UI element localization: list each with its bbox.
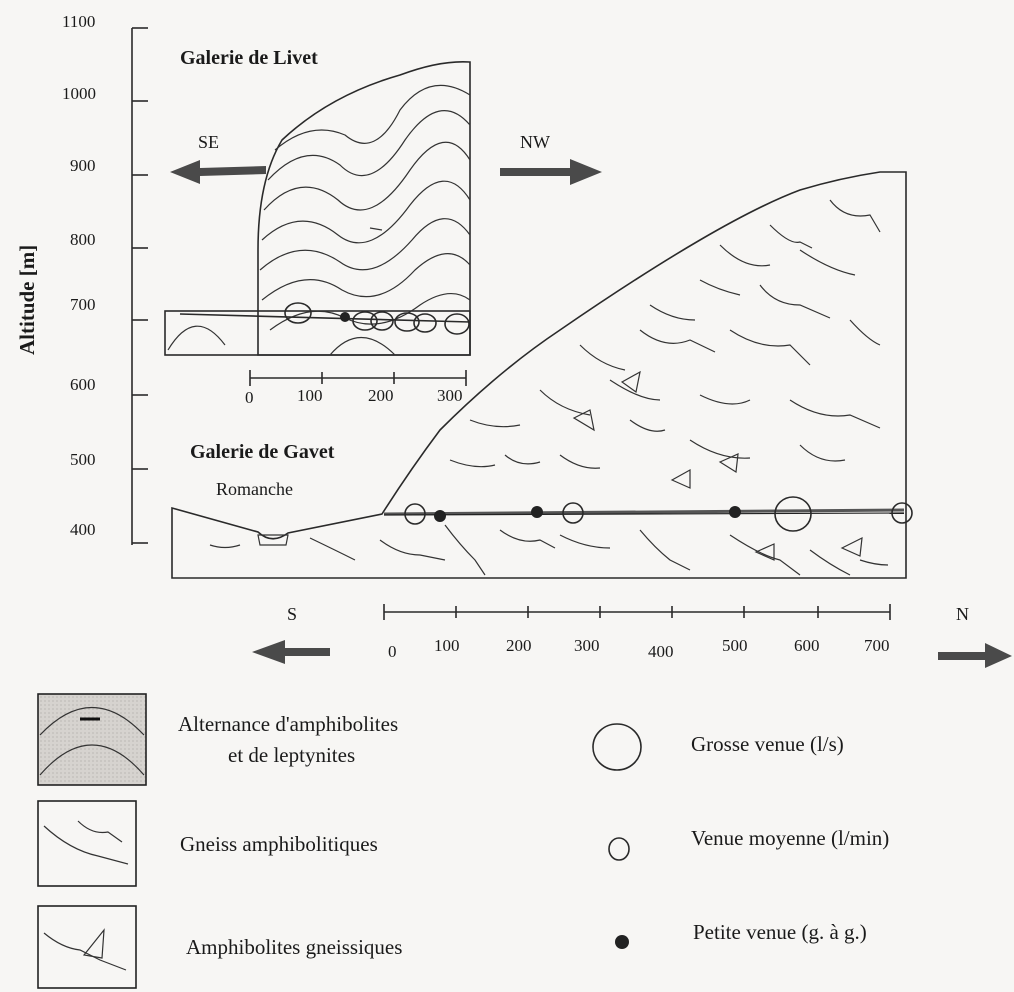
y-tick-label: 1000 <box>62 84 96 103</box>
legend-label: Petite venue (g. à g.) <box>693 920 867 944</box>
arrow-right-icon <box>938 643 1012 668</box>
legend-label: Alternance d'amphibolites <box>178 712 398 736</box>
y-axis-title: Altitude [m] <box>15 245 39 355</box>
scale-label: 100 <box>434 636 460 655</box>
livet-section: Galerie de Livet SE NW <box>164 47 602 407</box>
arrow-left-icon <box>252 640 330 664</box>
medium-inflow-marker <box>444 313 470 335</box>
gneiss-strokes <box>209 199 889 576</box>
legend-swatch-amphibolite-leptynite <box>37 693 147 786</box>
legend-label: Venue moyenne (l/min) <box>691 826 889 850</box>
medium-inflow-icon <box>608 837 630 861</box>
gavet-direction-s: S <box>287 604 297 624</box>
gavet-direction-n: N <box>956 604 969 624</box>
scale-label: 300 <box>574 636 600 655</box>
large-inflow-icon <box>592 723 642 771</box>
legend: Alternance d'amphibolites et de leptynit… <box>37 693 889 989</box>
medium-inflow-marker <box>394 312 420 332</box>
scale-label: 100 <box>297 386 323 405</box>
scale-label: 300 <box>437 386 463 405</box>
y-tick-label: 400 <box>70 520 96 539</box>
livet-fold-lines <box>167 84 471 356</box>
y-tick-label: 900 <box>70 156 96 175</box>
small-inflow-marker <box>729 506 741 518</box>
gavet-tunnel <box>383 508 905 516</box>
livet-distance-scale: 0 100 200 300 <box>245 370 467 407</box>
altitude-axis: 1100 1000 900 800 700 600 500 400 Altitu… <box>15 12 148 545</box>
legend-swatch-gneiss <box>37 800 137 887</box>
river-label: Romanche <box>216 479 293 499</box>
livet-title: Galerie de Livet <box>180 47 318 69</box>
gavet-title: Galerie de Gavet <box>190 441 335 463</box>
legend-swatch-amphibolite-gneiss <box>37 905 137 989</box>
livet-direction-nw: NW <box>520 132 550 152</box>
livet-direction-se: SE <box>198 132 219 152</box>
arrow-right-icon <box>500 159 602 185</box>
y-tick-label: 1100 <box>62 12 95 31</box>
y-tick-label: 500 <box>70 450 96 469</box>
legend-label: et de leptynites <box>228 743 355 767</box>
small-inflow-marker <box>340 312 350 322</box>
fold-icon <box>39 706 145 736</box>
medium-inflow-marker <box>352 311 378 331</box>
gavet-distance-scale: 0 100 200 300 400 500 600 700 <box>383 604 891 661</box>
scale-label: 200 <box>506 636 532 655</box>
medium-inflow-marker <box>413 313 437 333</box>
small-inflow-marker <box>531 506 543 518</box>
y-tick-label: 800 <box>70 230 96 249</box>
gavet-section: Galerie de Gavet Romanche <box>171 171 1012 668</box>
arrow-left-icon <box>170 160 266 184</box>
livet-tunnel <box>179 313 471 323</box>
scale-label: 200 <box>368 386 394 405</box>
medium-inflow-marker <box>404 503 426 525</box>
gneiss-icon <box>43 825 129 865</box>
scale-label: 500 <box>722 636 748 655</box>
gavet-tunnel-edge <box>383 512 905 516</box>
scale-label: 700 <box>864 636 890 655</box>
y-tick-label: 600 <box>70 375 96 394</box>
amphibolite-icon <box>43 932 127 971</box>
legend-label: Gneiss amphibolitiques <box>180 832 378 856</box>
scale-label: 0 <box>245 388 254 407</box>
scale-label: 400 <box>648 642 674 661</box>
scale-label: 0 <box>388 642 397 661</box>
amphibolite-markers <box>572 370 863 561</box>
legend-label: Amphibolites gneissiques <box>186 935 402 959</box>
medium-inflow-marker <box>562 502 584 524</box>
small-inflow-marker <box>434 510 446 522</box>
livet-mountain <box>257 60 471 356</box>
medium-inflow-marker <box>891 502 913 524</box>
scale-label: 600 <box>794 636 820 655</box>
legend-label: Grosse venue (l/s) <box>691 732 844 756</box>
large-inflow-marker <box>774 496 812 532</box>
y-tick-label: 700 <box>70 295 96 314</box>
gavet-profile <box>171 171 907 579</box>
small-inflow-icon <box>615 935 629 949</box>
medium-inflow-marker <box>284 302 312 324</box>
river-channel <box>257 534 289 546</box>
medium-inflow-marker <box>370 311 394 331</box>
